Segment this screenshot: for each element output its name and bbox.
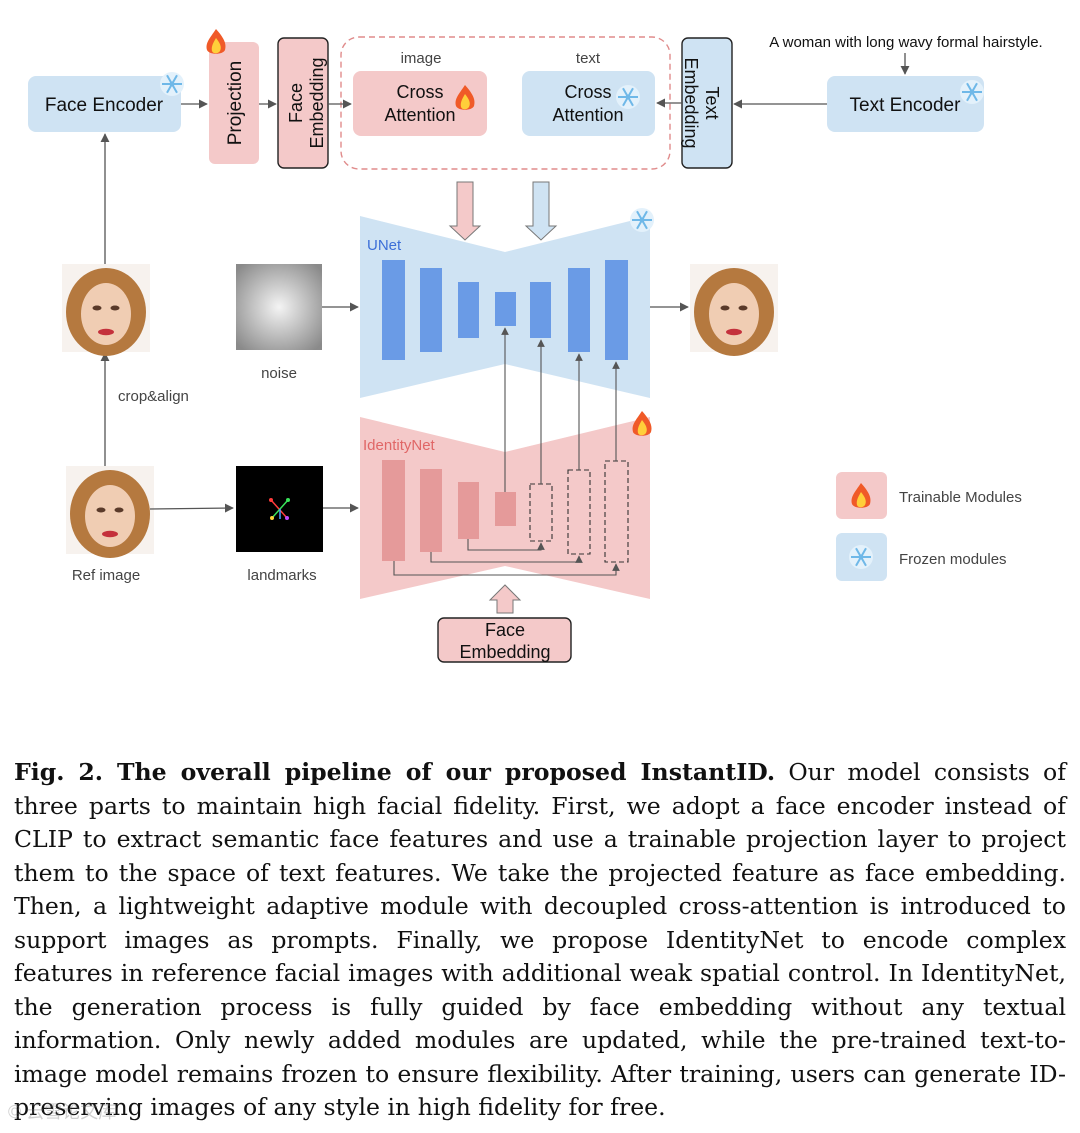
text-embedding-label: TextEmbedding (681, 57, 722, 148)
projection: Projection (206, 29, 259, 164)
face-encoder: Face Encoder (28, 71, 185, 132)
text-encoder-label: Text Encoder (850, 95, 962, 116)
image-label: image (401, 50, 442, 67)
pipeline-diagram: Face Encoder Projection FaceEmbedding im… (28, 29, 1043, 663)
legend-trainable-label: Trainable Modules (899, 489, 1022, 506)
identitynet-label: IdentityNet (363, 437, 436, 454)
snowflake-icon (629, 207, 655, 233)
watermark: © 云雪论文库 (8, 1102, 117, 1122)
text-injection-arrow (524, 181, 558, 241)
legend-frozen-label: Frozen modules (899, 551, 1007, 568)
landmarks-image (236, 466, 323, 552)
snowflake-icon (159, 71, 185, 97)
snowflake-icon (848, 544, 874, 570)
landmarks-label: landmarks (247, 567, 316, 584)
face-embedding-up-arrow (488, 584, 522, 614)
fire-icon (632, 411, 652, 436)
face-embedding-top-label: FaceEmbedding (286, 57, 327, 148)
text-embedding: TextEmbedding (681, 37, 733, 169)
image-injection-arrow (448, 181, 482, 241)
fire-icon (206, 29, 226, 54)
caption-body: Our model consists of three parts to mai… (14, 758, 1066, 1121)
unet-label: UNet (367, 237, 402, 254)
caption-lead: Fig. 2. The overall pipeline of our prop… (14, 758, 776, 786)
noise-image (236, 264, 322, 350)
unet-blocks (382, 260, 628, 360)
adapter-dashed-box (340, 36, 671, 170)
figure-caption: Fig. 2. The overall pipeline of our prop… (14, 756, 1066, 1125)
skip-connections (393, 327, 620, 576)
projection-label: Projection (225, 61, 246, 146)
crop-align-label: crop&align (118, 388, 189, 405)
text-encoder: Text Encoder (827, 76, 985, 132)
reference-face-image (66, 466, 154, 558)
identitynet-blocks (382, 460, 516, 561)
identitynet: IdentityNet (360, 327, 652, 599)
prompt-text: A woman with long wavy formal hairstyle. (769, 34, 1042, 51)
ref-image-label: Ref image (72, 567, 140, 584)
text-label: text (576, 50, 601, 67)
snowflake-icon (959, 79, 985, 105)
face-embedding-top: FaceEmbedding (277, 37, 329, 169)
snowflake-icon (615, 84, 641, 110)
legend: Trainable Modules Frozen modules (836, 472, 1022, 581)
noise-label: noise (261, 365, 297, 382)
face-encoder-label: Face Encoder (45, 95, 164, 116)
cropped-face-image (62, 264, 150, 356)
unet: UNet (360, 207, 655, 398)
output-face-image (690, 264, 778, 356)
top-arrows (100, 53, 910, 466)
